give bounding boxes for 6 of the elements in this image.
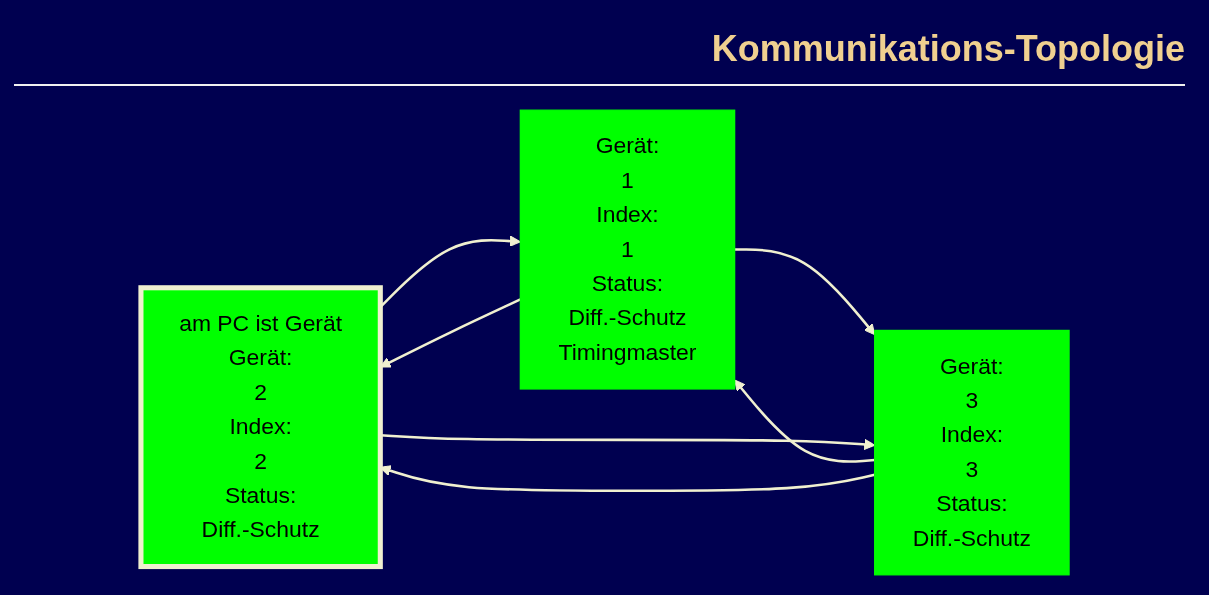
slide-title: Kommunikations-Topologie xyxy=(711,28,1185,70)
node-box: Gerät: 1 Index: 1 Status: Diff.-Schutz Timingmaster xyxy=(519,109,736,390)
node-box: am PC ist Gerät Gerät: 2 Index: 2 Status: Diff.-Schutz xyxy=(138,285,383,570)
arrow xyxy=(734,379,875,463)
node-box: Gerät: 3 Index: 3 Status: Diff.-Schutz xyxy=(874,329,1070,576)
arrow xyxy=(734,248,876,336)
